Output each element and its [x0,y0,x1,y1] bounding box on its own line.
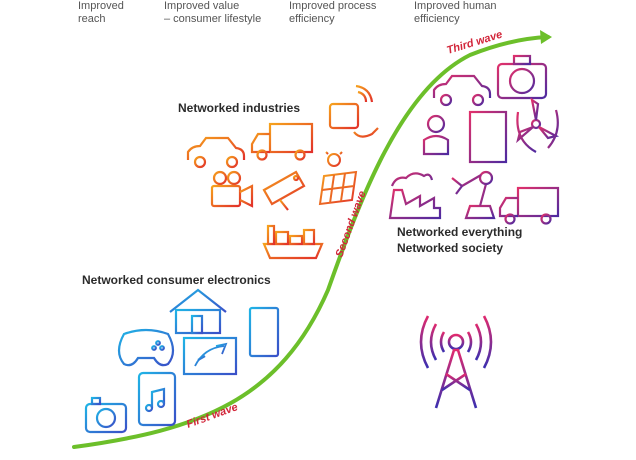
car-icon [186,136,246,169]
building-icon [468,110,508,164]
header-reach: Improved reach [78,0,124,25]
radio-tower-icon [419,315,493,409]
wave-curve [72,35,550,449]
car-icon [432,74,492,107]
wave-curve-arrowhead [540,30,552,44]
truck-icon [250,122,314,161]
robot-arm-icon [451,170,496,220]
home-icon [169,288,227,335]
header-human-efficiency: Improved human efficiency [414,0,497,25]
medkit-icon [328,84,379,138]
gamepad-icon [117,328,175,367]
tv-icon [182,336,238,388]
header-process-efficiency: Improved process efficiency [289,0,377,25]
camera-icon [84,396,128,434]
smartphone-icon [137,371,177,427]
header-consumer-lifestyle: Improved value – consumer lifestyle [164,0,262,25]
networked-everything-label: Networked everything Networked society [397,225,523,255]
networked-industries-label: Networked industries [178,101,301,115]
truck-icon [498,186,560,225]
ship-icon [262,224,324,260]
medkit-icon [496,54,548,100]
video-camera-icon [210,170,254,208]
factory-icon [388,172,442,220]
person-icon [422,114,450,156]
solar-panel-icon [318,148,358,206]
networked-consumer-electronics-label: Networked consumer electronics [82,273,271,287]
cctv-icon [262,170,306,214]
wind-turbine-icon [516,97,560,153]
first-wave-label: First wave [185,401,240,431]
fridge-icon [248,306,280,358]
